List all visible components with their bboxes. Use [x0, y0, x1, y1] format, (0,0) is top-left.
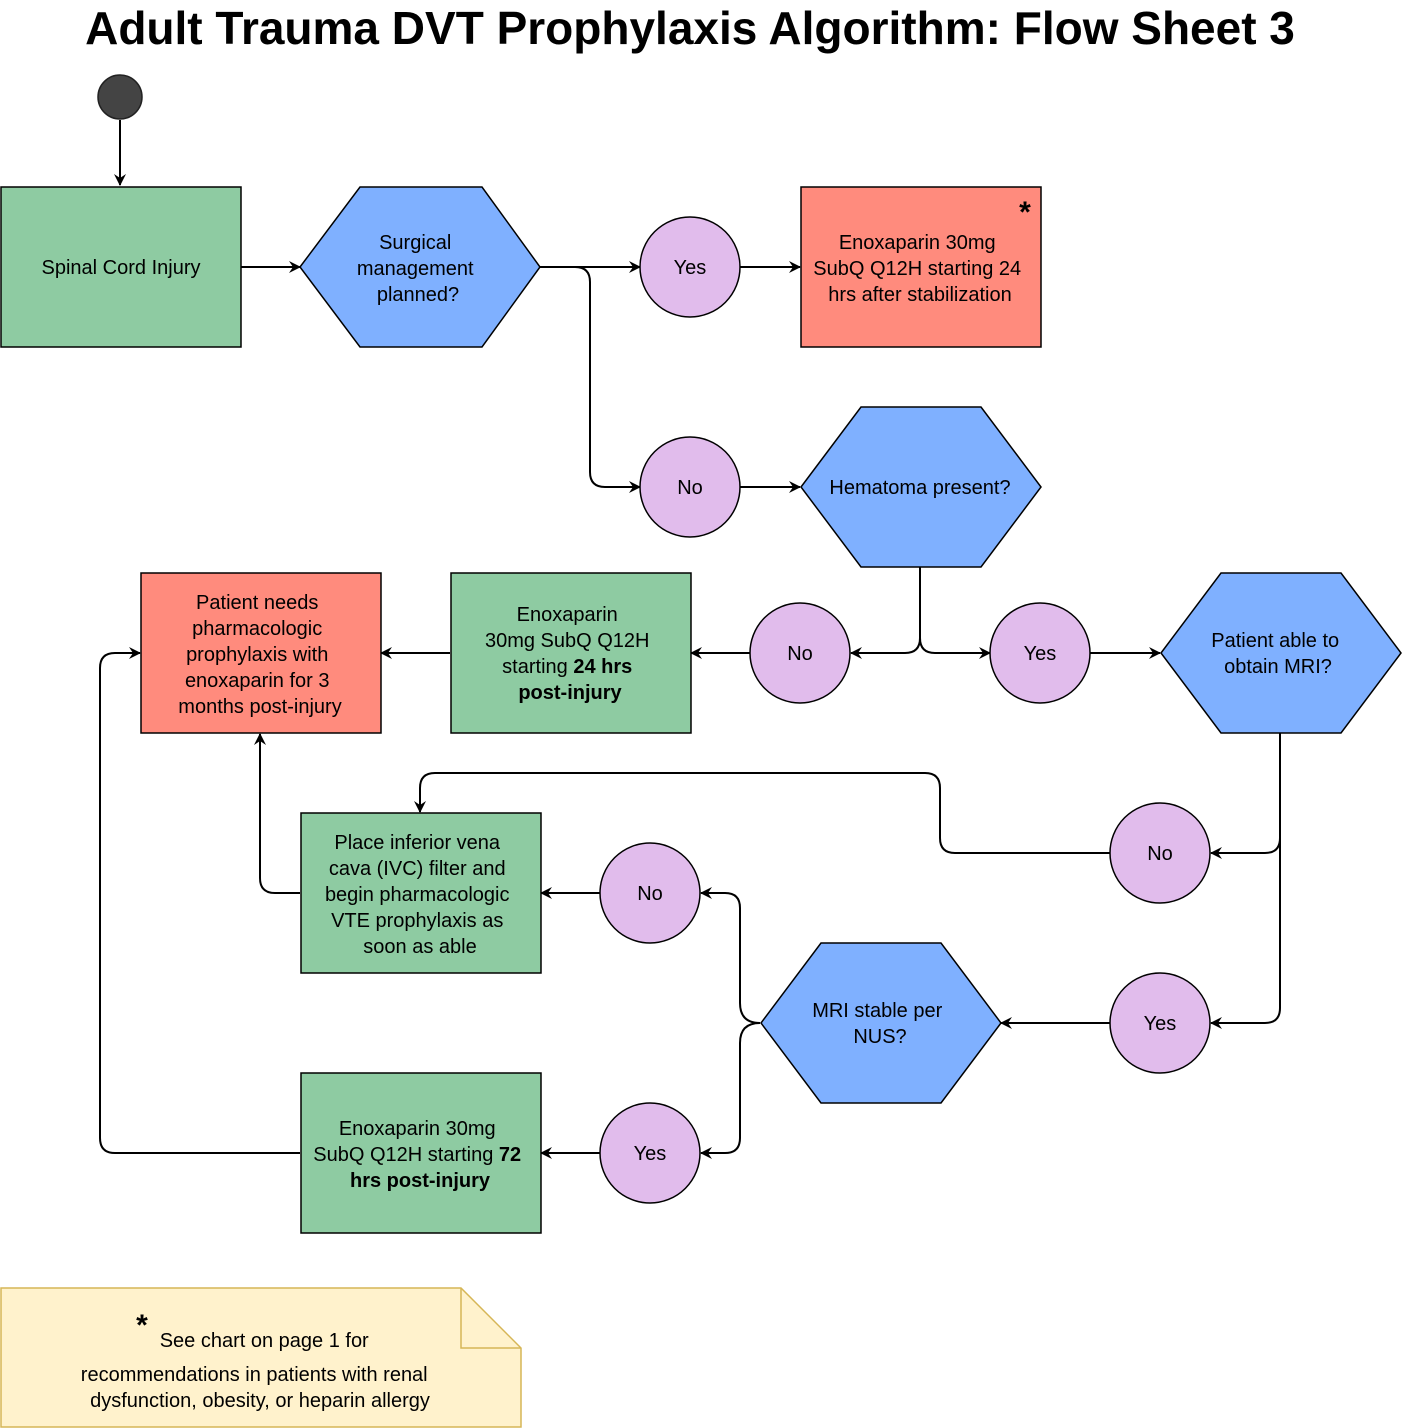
edge-surgical-to-no [540, 266, 641, 493]
ivc-line-5: soon as able [363, 936, 476, 958]
edge-mri-to-yes [1210, 733, 1281, 1029]
page-title: Adult Trauma DVT Prophylaxis Algorithm: … [85, 2, 1295, 54]
start-node [97, 74, 143, 120]
enox72-line-2b: 72 [499, 1144, 521, 1166]
edge-hematoma-to-yes [919, 567, 991, 659]
enox24-line-4: post-injury [518, 682, 622, 704]
able-mri-line-1: Patient able to [1211, 630, 1339, 652]
ivc-line-3: begin pharmacologic [325, 884, 510, 906]
able-mri-line-2: obtain MRI? [1224, 656, 1332, 678]
svg-text:MRI stable per NUS?: MRI stable per NUS? [812, 1000, 948, 1048]
answer-yes-stable: Yes [599, 1102, 701, 1204]
enox-stab-line-2: SubQ Q12H starting 24 [813, 258, 1021, 280]
node-pharmacologic-3-months: Patient needs pharmacologic prophylaxis … [140, 572, 382, 734]
edge-hematoma-to-no [850, 567, 921, 659]
answer-no-hematoma-label: No [787, 643, 813, 665]
node-enoxaparin-72h-postinjury: Enoxaparin 30mg SubQ Q12H starting 72 hr… [300, 1072, 542, 1234]
node-enoxaparin-24h-stabilization: Enoxaparin 30mg SubQ Q12H starting 24 hr… [800, 186, 1042, 348]
svg-text:See chart on page 1 for: See chart on page 1 for recommendations … [81, 1330, 433, 1412]
node-mri-stable-decision: MRI stable per NUS? [760, 942, 1002, 1104]
svg-text:Patient needs pharmacolo: Patient needs pharmacologic prophylaxis … [178, 592, 341, 718]
footnote-note-marker: * [136, 1309, 148, 1342]
svg-text:Place inferior vena cava: Place inferior vena cava (IVC) filter an… [325, 832, 515, 958]
answer-yes-surgical: Yes [639, 216, 741, 318]
svg-text:Enoxaparin 30mg SubQ Q12: Enoxaparin 30mg SubQ Q12H starting 24 hr… [813, 232, 1026, 306]
answer-yes-stable-label: Yes [634, 1143, 667, 1165]
pharm-line-3: prophylaxis with [186, 644, 328, 666]
enox72-line-3: hrs post-injury [350, 1170, 491, 1192]
svg-text:Surgical management: Surgical management planned? [357, 232, 479, 306]
footnote-marker: * [1019, 196, 1031, 229]
surgical-line-2: management [357, 258, 474, 280]
enox24-line-3a: starting [502, 656, 573, 678]
footnote-line-2: recommendations in patients with renal [81, 1364, 428, 1386]
answer-no-hematoma: No [749, 602, 851, 704]
node-able-mri-decision: Patient able to obtain MRI? [1160, 572, 1402, 734]
surgical-line-3: planned? [377, 284, 459, 306]
answer-no-stable-label: No [637, 883, 663, 905]
svg-text:Enoxaparin 30mg SubQ Q12: Enoxaparin 30mg SubQ Q12H starting 24 hr… [485, 604, 655, 704]
answer-yes-mri: Yes [1109, 972, 1211, 1074]
node-hematoma-decision: Hematoma present? [800, 406, 1042, 568]
edge-mristable-to-no [700, 887, 761, 1024]
enox24-line-2: 30mg SubQ Q12H [485, 630, 650, 652]
enox24-line-1: Enoxaparin [517, 604, 618, 626]
answer-no-surgical-label: No [677, 477, 703, 499]
edge-ivc-to-pharm [254, 733, 300, 894]
node-enoxaparin-24h-postinjury: Enoxaparin 30mg SubQ Q12H starting 24 hr… [450, 572, 692, 734]
enox72-line-2a: SubQ Q12H starting [313, 1144, 499, 1166]
edge-mri-to-no [1210, 733, 1281, 859]
enox24-line-3b: 24 hrs [573, 656, 632, 678]
node-surgical-management-decision: Surgical management planned? [299, 186, 541, 348]
edge-mristable-to-yes [700, 1022, 761, 1159]
ivc-line-1: Place inferior vena [334, 832, 501, 854]
pharm-line-5: months post-injury [178, 696, 341, 718]
edge-enox72-to-pharm [99, 647, 300, 1154]
pharm-line-4: enoxaparin for 3 [185, 670, 330, 692]
answer-no-stable: No [599, 842, 701, 944]
answer-yes-mri-label: Yes [1144, 1013, 1177, 1035]
footnote-line-3: dysfunction, obesity, or heparin allergy [90, 1390, 430, 1412]
node-ivc-filter: Place inferior vena cava (IVC) filter an… [300, 812, 542, 974]
pharm-line-1: Patient needs [196, 592, 318, 614]
footnote-note: * See chart on page 1 for recommendation… [0, 1287, 522, 1428]
answer-yes-hematoma-label: Yes [1024, 643, 1057, 665]
enox72-line-1: Enoxaparin 30mg [339, 1118, 496, 1140]
footnote-line-1: See chart on page 1 for [160, 1330, 369, 1352]
hematoma-label: Hematoma present? [829, 477, 1010, 499]
answer-yes-surgical-label: Yes [674, 257, 707, 279]
pharm-line-2: pharmacologic [192, 618, 322, 640]
enox-stab-line-3: hrs after stabilization [828, 284, 1011, 306]
ivc-line-2: cava (IVC) filter and [329, 858, 506, 880]
node-spinal-cord-injury: Spinal Cord Injury [0, 186, 242, 348]
answer-yes-hematoma: Yes [989, 602, 1091, 704]
enox-stab-line-1: Enoxaparin 30mg [839, 232, 996, 254]
svg-text:Patient able to obtain M: Patient able to obtain MRI? [1211, 630, 1344, 678]
node-spinal-cord-injury-label: Spinal Cord Injury [42, 257, 201, 279]
svg-text:Enoxaparin 30mg SubQ Q12: Enoxaparin 30mg SubQ Q12H starting 72 hr… [313, 1118, 526, 1192]
connectors [99, 120, 1281, 1159]
mri-stable-line-1: MRI stable per [812, 1000, 942, 1022]
answer-no-mri: No [1109, 802, 1211, 904]
mri-stable-line-2: NUS? [853, 1026, 906, 1048]
edge-no-to-ivc [414, 772, 1110, 854]
answer-no-surgical: No [639, 436, 741, 538]
surgical-line-1: Surgical [379, 232, 451, 254]
answer-no-mri-label: No [1147, 843, 1173, 865]
ivc-line-4: VTE prophylaxis as [331, 910, 503, 932]
